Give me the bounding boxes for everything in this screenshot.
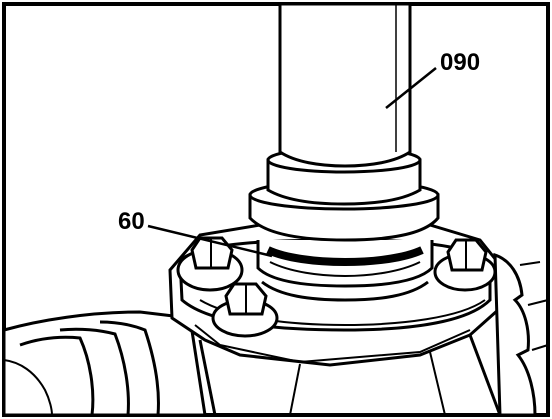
- leader-lines: [147, 67, 437, 258]
- leader-60: [147, 224, 273, 258]
- seal-ring: [256, 240, 434, 302]
- gear-edge: [493, 252, 549, 417]
- bolt-front: [211, 282, 279, 338]
- bolt-right: [433, 238, 497, 292]
- steering-housing: [2, 310, 207, 417]
- leader-090: [385, 67, 437, 109]
- callout-seal-label: 60: [118, 208, 145, 235]
- installer-tool-shaft: [278, 2, 412, 168]
- callout-tool-label: 090: [440, 49, 480, 76]
